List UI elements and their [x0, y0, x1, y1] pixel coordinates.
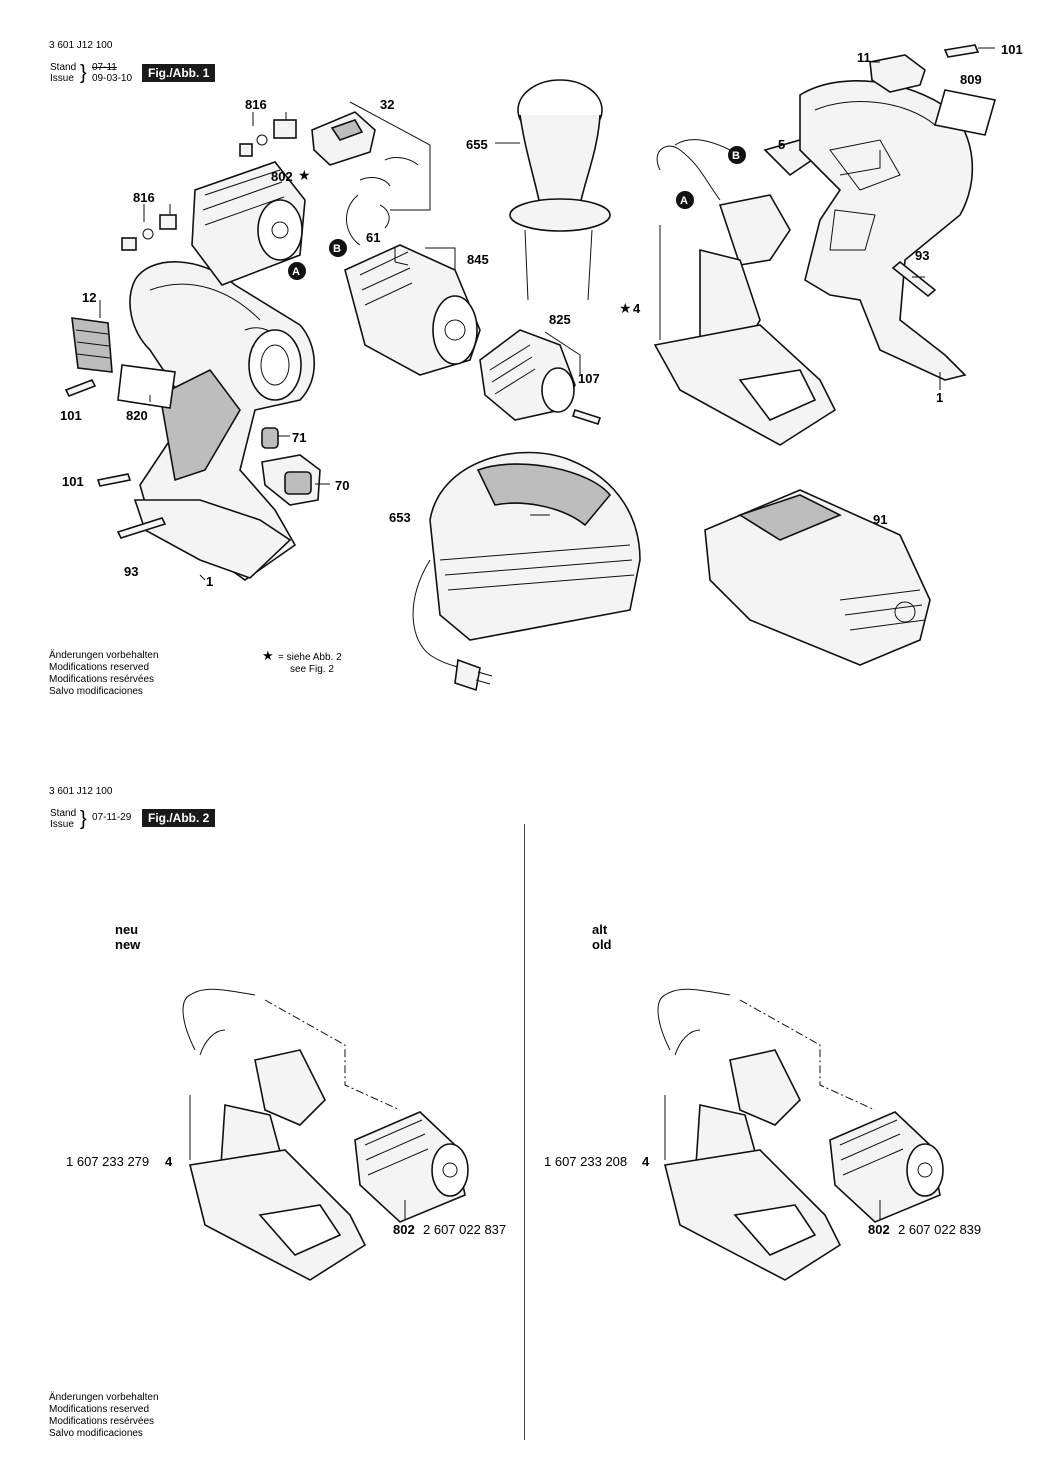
part-label-1a: 1 [936, 390, 944, 405]
chuck-drawing [479, 329, 602, 426]
badge-b2-icon: B [728, 146, 746, 164]
fig1-note-line: Salvo modificaciones [49, 686, 143, 697]
part-label-70: 70 [335, 478, 350, 493]
new-motor-number: 2 607 022 837 [423, 1222, 507, 1237]
gearbox-drawing [344, 244, 481, 376]
fig2-note-line: Modifications reserved [49, 1404, 150, 1415]
part-label-5: 5 [778, 137, 786, 152]
part-label-93a: 93 [915, 248, 930, 263]
badge-a1: A [292, 266, 300, 278]
part-label-825: 825 [549, 312, 571, 327]
part-label-61: 61 [366, 230, 381, 245]
brace-icon: } [80, 808, 87, 830]
star-icon: ★ [298, 167, 311, 183]
part-label-820: 820 [126, 408, 148, 423]
fig1-issue-date: 09-03-10 [92, 73, 133, 84]
part-label-101b: 101 [60, 408, 82, 423]
badge-a2: A [680, 195, 688, 207]
new-label-en: new [115, 937, 141, 952]
badge-a2-icon: A [676, 191, 694, 209]
fig2-issue-label: Issue [50, 819, 74, 830]
badge-a1-icon: A [288, 262, 306, 280]
part-label-12: 12 [82, 290, 97, 305]
brush-parts-drawing [121, 119, 297, 251]
leader-lines-fig1 [99, 47, 995, 581]
old-motor-number: 2 607 022 839 [898, 1222, 982, 1237]
cover-clip-drawing [311, 111, 419, 246]
part-label-809: 809 [960, 72, 982, 87]
holder-drawing [509, 79, 611, 301]
part-label-101c: 101 [62, 474, 84, 489]
badge-b2: B [732, 150, 740, 162]
fig1-issue-label: Issue [50, 73, 74, 84]
fig1-note-line: Änderungen vorbehalten [49, 650, 159, 661]
fig1-notes: Änderungen vorbehalten Modifications res… [49, 650, 159, 698]
new-switch-pos: 4 [165, 1154, 173, 1169]
part-label-816a: 816 [245, 97, 267, 112]
star-icon: ★ [262, 648, 274, 663]
fig2-note-line: Modifications resérvées [49, 1416, 155, 1427]
part-label-91: 91 [873, 512, 888, 527]
part-label-4: 4 [633, 301, 641, 316]
housing-half-drawing [799, 44, 997, 381]
part-label-655: 655 [466, 137, 488, 152]
drill-housing-drawing [64, 261, 321, 581]
old-switch-pos: 4 [642, 1154, 650, 1169]
part-label-71: 71 [292, 430, 307, 445]
badge-b1: B [333, 243, 341, 255]
fig1-stand-label: Stand [50, 62, 77, 73]
fig1-note-line: Modifications reserved [49, 662, 150, 673]
part-label-93b: 93 [124, 564, 139, 579]
motor-drawing [191, 161, 306, 286]
fig2-notes: Änderungen vorbehalten Modifications res… [49, 1392, 159, 1440]
fig1-tag: Fig./Abb. 1 [142, 64, 216, 82]
old-switch-motor-drawing [657, 988, 944, 1281]
part-label-653: 653 [389, 510, 411, 525]
part-label-107: 107 [578, 371, 600, 386]
fig1-stand-date: 07-11 [92, 62, 117, 73]
fig2-date: 07-11-29 [92, 812, 132, 823]
part-label-11: 11 [857, 50, 871, 65]
new-motor-pos: 802 [393, 1222, 415, 1237]
new-label-de: neu [115, 922, 139, 937]
star-icon: ★ [619, 300, 632, 316]
old-label-en: old [592, 937, 612, 952]
part-label-802: 802 [271, 169, 293, 184]
old-motor-pos: 802 [868, 1222, 890, 1237]
new-switch-number: 1 607 233 279 [66, 1154, 150, 1169]
badge-b1-icon: B [329, 239, 347, 257]
part-label-1b: 1 [206, 574, 214, 589]
part-label-816b: 816 [133, 190, 155, 205]
fig1-note-line: Modifications resérvées [49, 674, 155, 685]
part-label-845: 845 [467, 252, 489, 267]
star-note-en: see Fig. 2 [290, 664, 334, 675]
fig1-doc-number: 3 601 J12 100 [49, 40, 113, 51]
battery-pack-drawing [704, 489, 931, 666]
part-label-32: 32 [380, 97, 395, 112]
part-label-101a: 101 [1001, 42, 1023, 57]
fig2-doc-number: 3 601 J12 100 [49, 786, 113, 797]
charger-drawing [412, 451, 641, 692]
new-switch-motor-drawing [182, 988, 469, 1281]
switch-module-drawing [653, 139, 837, 446]
star-note-de: = siehe Abb. 2 [278, 652, 342, 663]
fig2-note-line: Änderungen vorbehalten [49, 1392, 159, 1403]
brace-icon: } [80, 62, 87, 84]
column-divider [524, 824, 525, 1440]
fig2-stand-label: Stand [50, 808, 77, 819]
fig2-note-line: Salvo modificaciones [49, 1428, 143, 1439]
fig2-tag: Fig./Abb. 2 [142, 809, 216, 827]
old-switch-number: 1 607 233 208 [544, 1154, 628, 1169]
old-label-de: alt [592, 922, 608, 937]
